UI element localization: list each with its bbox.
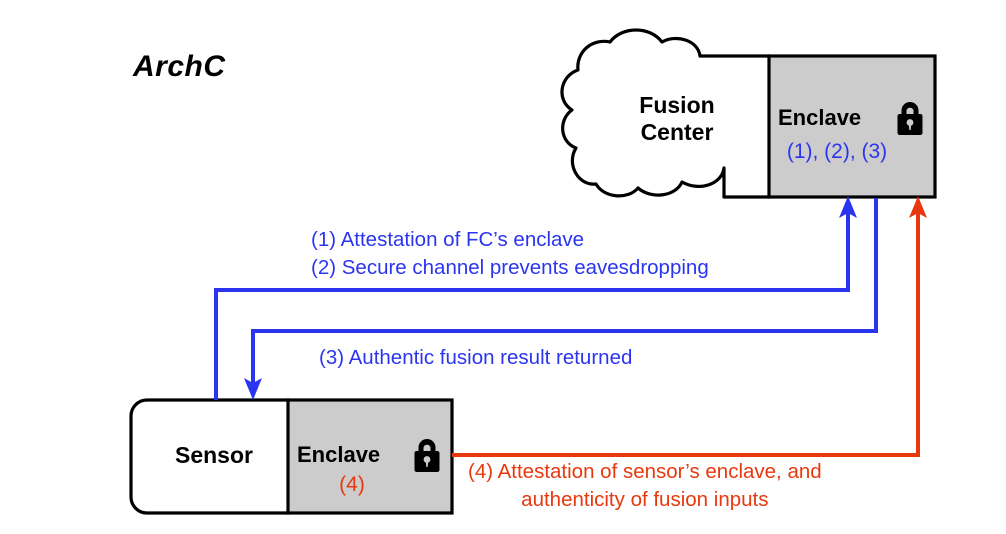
sensor-box	[129, 398, 291, 515]
blue-arrowhead-up	[839, 196, 857, 218]
fusion-center-label-line2: Center	[640, 119, 714, 146]
sensor-enclave-steps: (4)	[339, 473, 365, 496]
annotation-steps-1-2: (1) Attestation of FC’s enclave (2) Secu…	[311, 226, 709, 281]
sensor-label: Sensor	[175, 442, 253, 468]
fusion-center-label: Fusion Center	[597, 92, 757, 146]
annotation-step-3: (3) Authentic fusion result returned	[319, 344, 632, 372]
blue-arrowhead-down	[244, 378, 262, 400]
fusion-center-cloud	[560, 28, 772, 199]
fusion-center-label-line1: Fusion	[639, 92, 715, 118]
fusion-center-enclave-title: Enclave	[778, 105, 862, 130]
fusion-center-enclave-steps: (1), (2), (3)	[786, 140, 888, 163]
annotation-step-2: (2) Secure channel prevents eavesdroppin…	[311, 255, 709, 279]
annotation-step-4-line2: authenticity of fusion inputs	[521, 487, 769, 511]
sensor-enclave-title: Enclave	[297, 442, 381, 467]
annotation-step-3-text: (3) Authentic fusion result returned	[319, 346, 633, 369]
blue-arrow-sensor-to-fusion-center	[214, 212, 850, 400]
blue-arrow-fusion-center-to-sensor	[251, 198, 878, 385]
red-arrow-sensor-enclave-to-fusion-center	[452, 212, 920, 457]
annotation-step-4-line1: (4) Attestation of sensor’s enclave, and	[468, 460, 822, 483]
red-arrowhead-up	[909, 196, 927, 218]
lock-icon	[897, 102, 923, 135]
annotation-step-1: (1) Attestation of FC’s enclave	[311, 228, 585, 251]
annotation-step-4: (4) Attestation of sensor’s enclave, and…	[468, 458, 822, 513]
page-title: ArchC	[133, 50, 226, 83]
lock-icon	[414, 439, 440, 472]
